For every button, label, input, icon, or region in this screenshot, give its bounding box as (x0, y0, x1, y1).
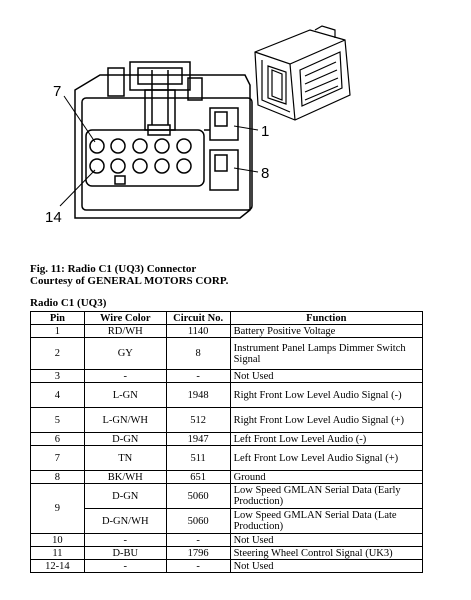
cell-wire: D-GN/WH (83, 508, 167, 534)
cell-pin: 7 (30, 445, 85, 471)
table-row: 1 RD/WH 1140 Battery Positive Voltage (30, 324, 424, 338)
table-title: Radio C1 (UQ3) (30, 297, 107, 309)
cell-circuit: 1947 (165, 432, 231, 446)
cell-function: Left Front Low Level Audio (-) (229, 432, 424, 446)
cell-circuit: - (165, 559, 231, 573)
cell-pin: 6 (30, 432, 85, 446)
cell-function: Instrument Panel Lamps Dimmer Switch Sig… (229, 337, 424, 370)
cell-function: Right Front Low Level Audio Signal (-) (229, 382, 424, 408)
table-row: 6 D-GN 1947 Left Front Low Level Audio (… (30, 432, 424, 446)
callout-7: 7 (53, 83, 61, 100)
cell-wire: L-GN (83, 382, 167, 408)
cell-wire: D-BU (83, 546, 167, 560)
cell-pin: 8 (30, 470, 85, 484)
table-row: 7 TN 511 Left Front Low Level Audio Sign… (30, 445, 424, 471)
cell-pin: 1 (30, 324, 85, 338)
caption-credit: Courtesy of GENERAL MOTORS CORP. (30, 275, 229, 287)
cell-circuit: 5060 (165, 508, 231, 534)
table-row: 2 GY 8 Instrument Panel Lamps Dimmer Swi… (30, 337, 424, 370)
table-row: 4 L-GN 1948 Right Front Low Level Audio … (30, 382, 424, 408)
connector-face-drawing (74, 61, 253, 219)
caption-title: Fig. 11: Radio C1 (UQ3) Connector (30, 263, 197, 275)
cell-circuit: - (165, 533, 231, 547)
header-circuit-no: Circuit No. (165, 311, 231, 325)
cell-function: Not Used (229, 369, 424, 383)
connector-figure: 7 14 1 8 (45, 25, 351, 226)
cell-pin: 10 (30, 533, 85, 547)
table-header-row: Pin Wire Color Circuit No. Function (30, 311, 424, 325)
cell-pin: 12-14 (30, 559, 85, 573)
cell-pin: 11 (30, 546, 85, 560)
cell-function: Low Speed GMLAN Serial Data (Late Produc… (229, 508, 424, 534)
table-row: D-GN/WH 5060 Low Speed GMLAN Serial Data… (31, 508, 424, 534)
cell-circuit: 511 (165, 445, 231, 471)
cell-function: Battery Positive Voltage (229, 324, 424, 338)
figure-caption: Fig. 11: Radio C1 (UQ3) Connector Courte… (30, 263, 228, 287)
cell-wire: GY (83, 337, 167, 370)
pinout-table: Pin Wire Color Circuit No. Function 1 RD… (30, 311, 424, 573)
cell-pin: 3 (30, 369, 85, 383)
cell-wire: - (83, 369, 167, 383)
cell-wire: - (83, 559, 167, 573)
cell-function: Not Used (229, 533, 424, 547)
callout-14: 14 (45, 209, 62, 226)
cell-circuit: 8 (165, 337, 231, 370)
cell-function: Steering Wheel Control Signal (UK3) (229, 546, 424, 560)
cell-wire: RD/WH (83, 324, 167, 338)
table-row: 10 - - Not Used (30, 533, 424, 547)
connector-isometric-drawing (254, 25, 351, 121)
cell-circuit: 5060 (165, 483, 231, 509)
table-row: 9 D-GN 5060 Low Speed GMLAN Serial Data … (30, 483, 424, 534)
callout-8: 8 (261, 165, 269, 182)
cell-circuit: - (165, 369, 231, 383)
cell-circuit: 512 (165, 407, 231, 433)
cell-pin: 2 (30, 337, 85, 370)
header-pin: Pin (30, 311, 85, 325)
table-row: 12-14 - - Not Used (30, 559, 424, 573)
cell-function: Ground (229, 470, 424, 484)
cell-function: Not Used (229, 559, 424, 573)
table-row: 11 D-BU 1796 Steering Wheel Control Sign… (30, 546, 424, 560)
cell-circuit: 1948 (165, 382, 231, 408)
table-row: 8 BK/WH 651 Ground (30, 470, 424, 484)
cell-wire: BK/WH (83, 470, 167, 484)
cell-wire: - (83, 533, 167, 547)
header-wire-color: Wire Color (83, 311, 167, 325)
callout-leaders (59, 95, 259, 207)
cell-function: Left Front Low Level Audio Signal (+) (229, 445, 424, 471)
cell-circuit: 1796 (165, 546, 231, 560)
header-function: Function (229, 311, 424, 325)
cell-pin: 5 (30, 407, 85, 433)
cell-function: Right Front Low Level Audio Signal (+) (229, 407, 424, 433)
table-row: 3 - - Not Used (30, 369, 424, 383)
cell-pin: 4 (30, 382, 85, 408)
callout-1: 1 (261, 123, 269, 140)
cell-wire: L-GN/WH (83, 407, 167, 433)
cell-wire: D-GN (83, 483, 167, 509)
cell-wire: TN (83, 445, 167, 471)
table-row: 5 L-GN/WH 512 Right Front Low Level Audi… (30, 407, 424, 433)
cell-circuit: 651 (165, 470, 231, 484)
cell-wire: D-GN (83, 432, 167, 446)
cell-pin: 9 (30, 483, 85, 534)
cell-circuit: 1140 (165, 324, 231, 338)
cell-function: Low Speed GMLAN Serial Data (Early Produ… (229, 483, 424, 509)
